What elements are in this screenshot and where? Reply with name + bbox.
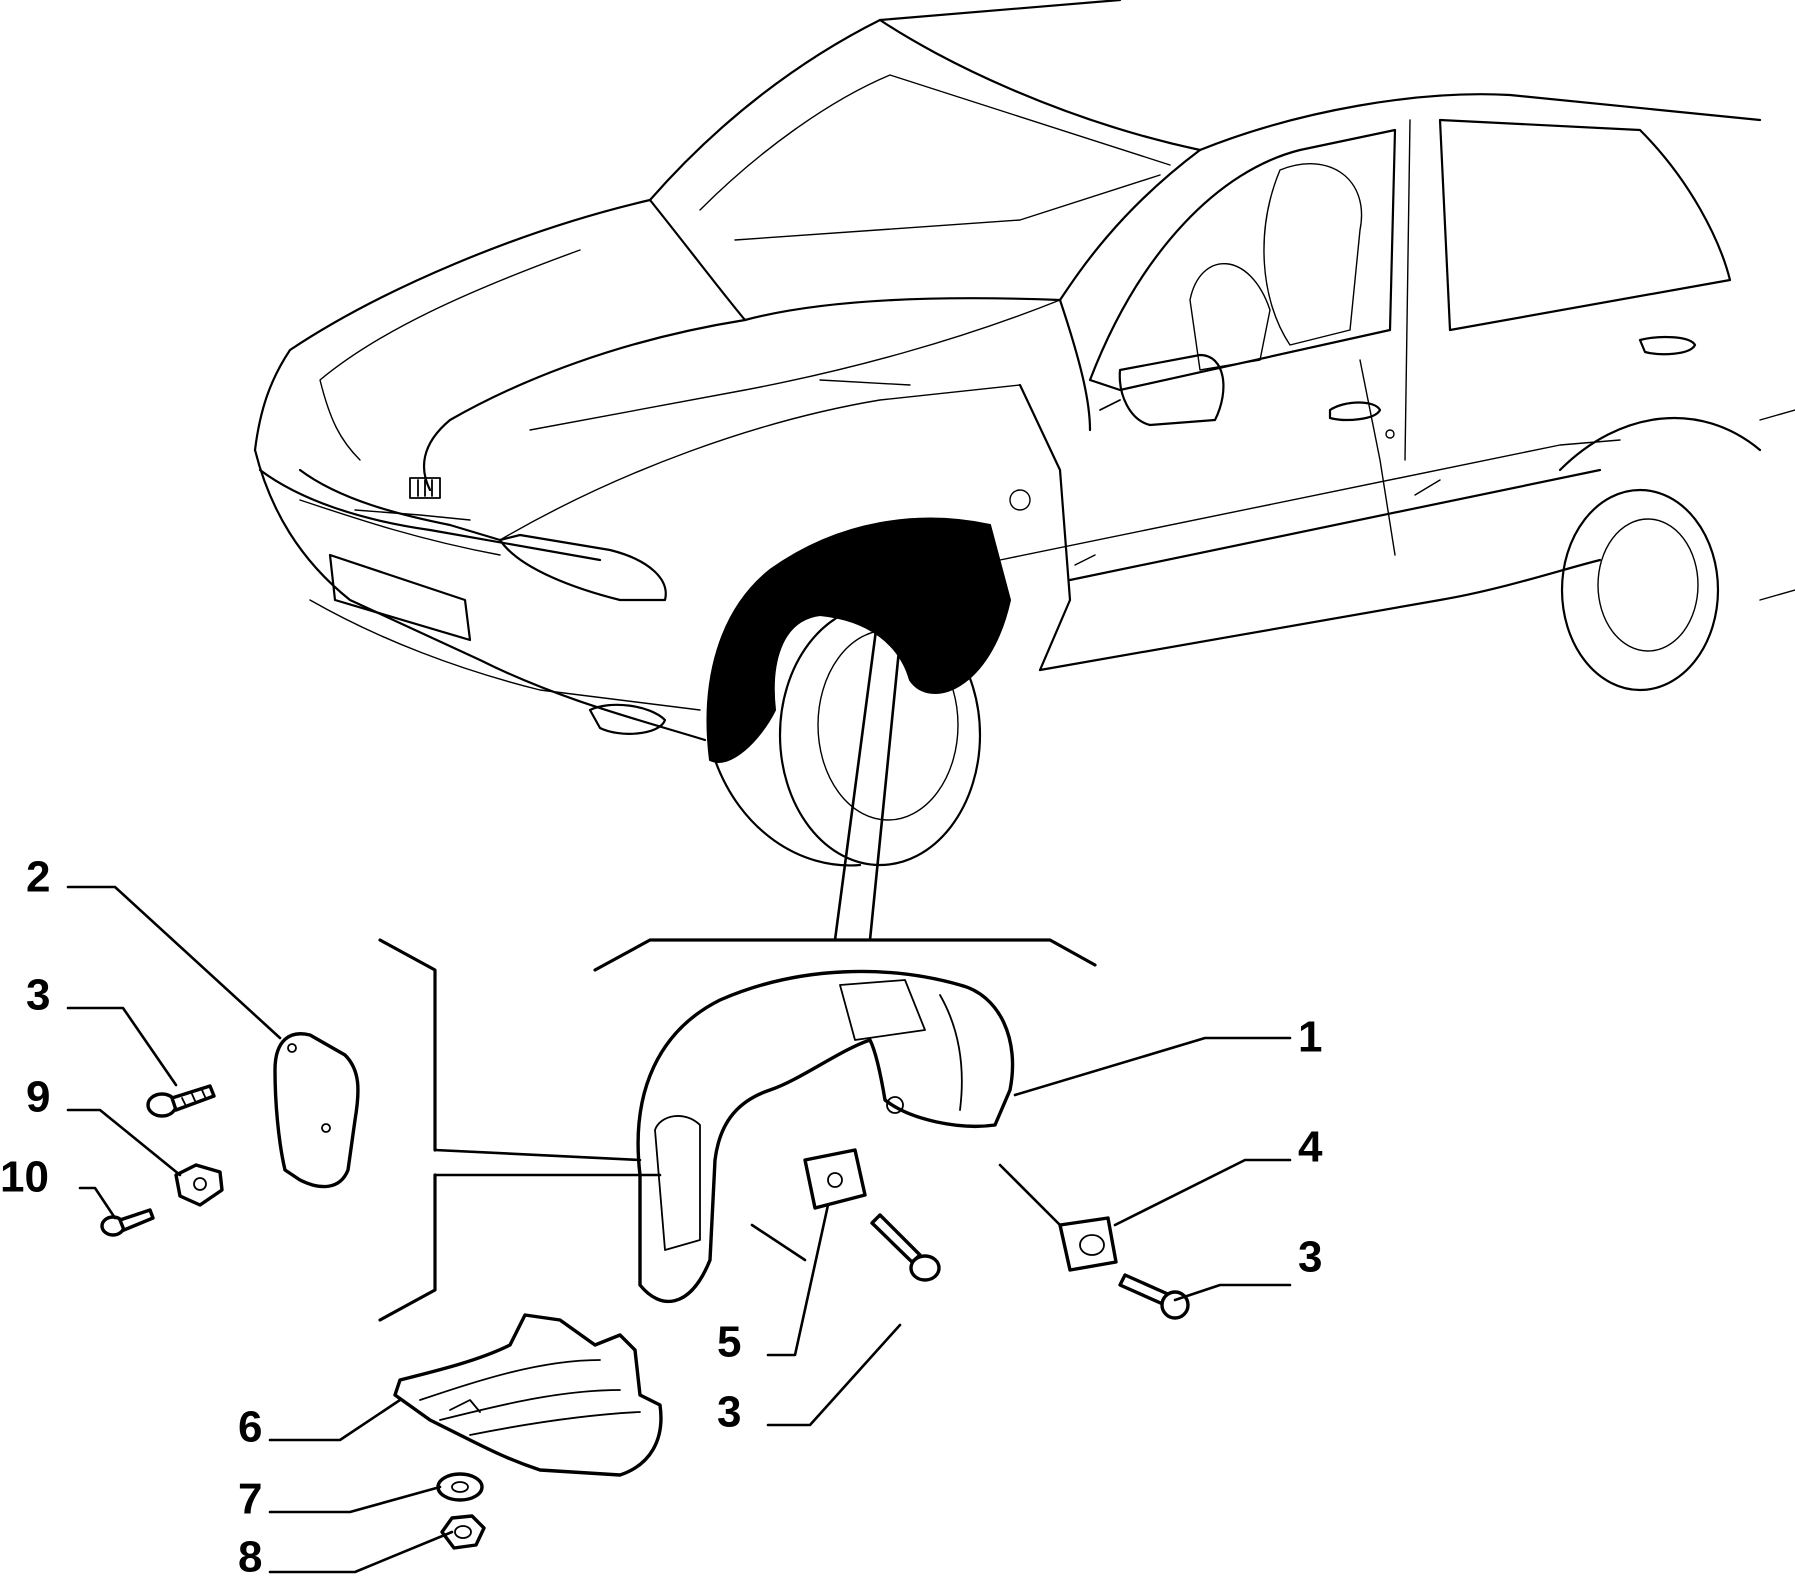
screw-3-middle [870,1213,941,1282]
clip-4 [1058,1216,1118,1272]
bracket-top [593,938,1097,972]
screw-10 [100,1208,155,1237]
callout-2: 2 [26,853,50,902]
callout-labels: 1 2 3 9 10 4 3 5 3 6 7 8 [0,853,1323,1576]
callout-7: 7 [238,1475,262,1524]
part-2-cover-plate [273,1032,360,1189]
screw-3-left [146,1084,216,1118]
callout-4: 4 [1298,1123,1323,1172]
screw-3-right [1118,1273,1190,1320]
callout-3-right: 3 [1298,1233,1322,1282]
part-1-wheel-arch-liner [636,969,1015,1303]
projection-lines [833,598,904,942]
part-6-under-tray [393,1313,663,1477]
wheel-arch-highlight [706,517,1012,763]
bracket-left [378,938,437,1152]
callout-9: 9 [26,1073,50,1122]
callout-3-middle: 3 [717,1388,741,1437]
clip-5 [803,1148,867,1210]
washer-7 [436,1472,484,1502]
callout-6: 6 [238,1403,262,1452]
car-illustration [253,0,1795,867]
callout-8: 8 [238,1533,262,1576]
nut-8 [440,1514,486,1550]
bracket-left-lower [378,1173,437,1322]
clip-9 [174,1163,224,1207]
callout-3-left: 3 [26,971,50,1020]
leader-lines [66,885,1292,1574]
callout-1: 1 [1298,1013,1322,1062]
callout-10: 10 [0,1153,49,1202]
callout-5: 5 [717,1318,741,1367]
